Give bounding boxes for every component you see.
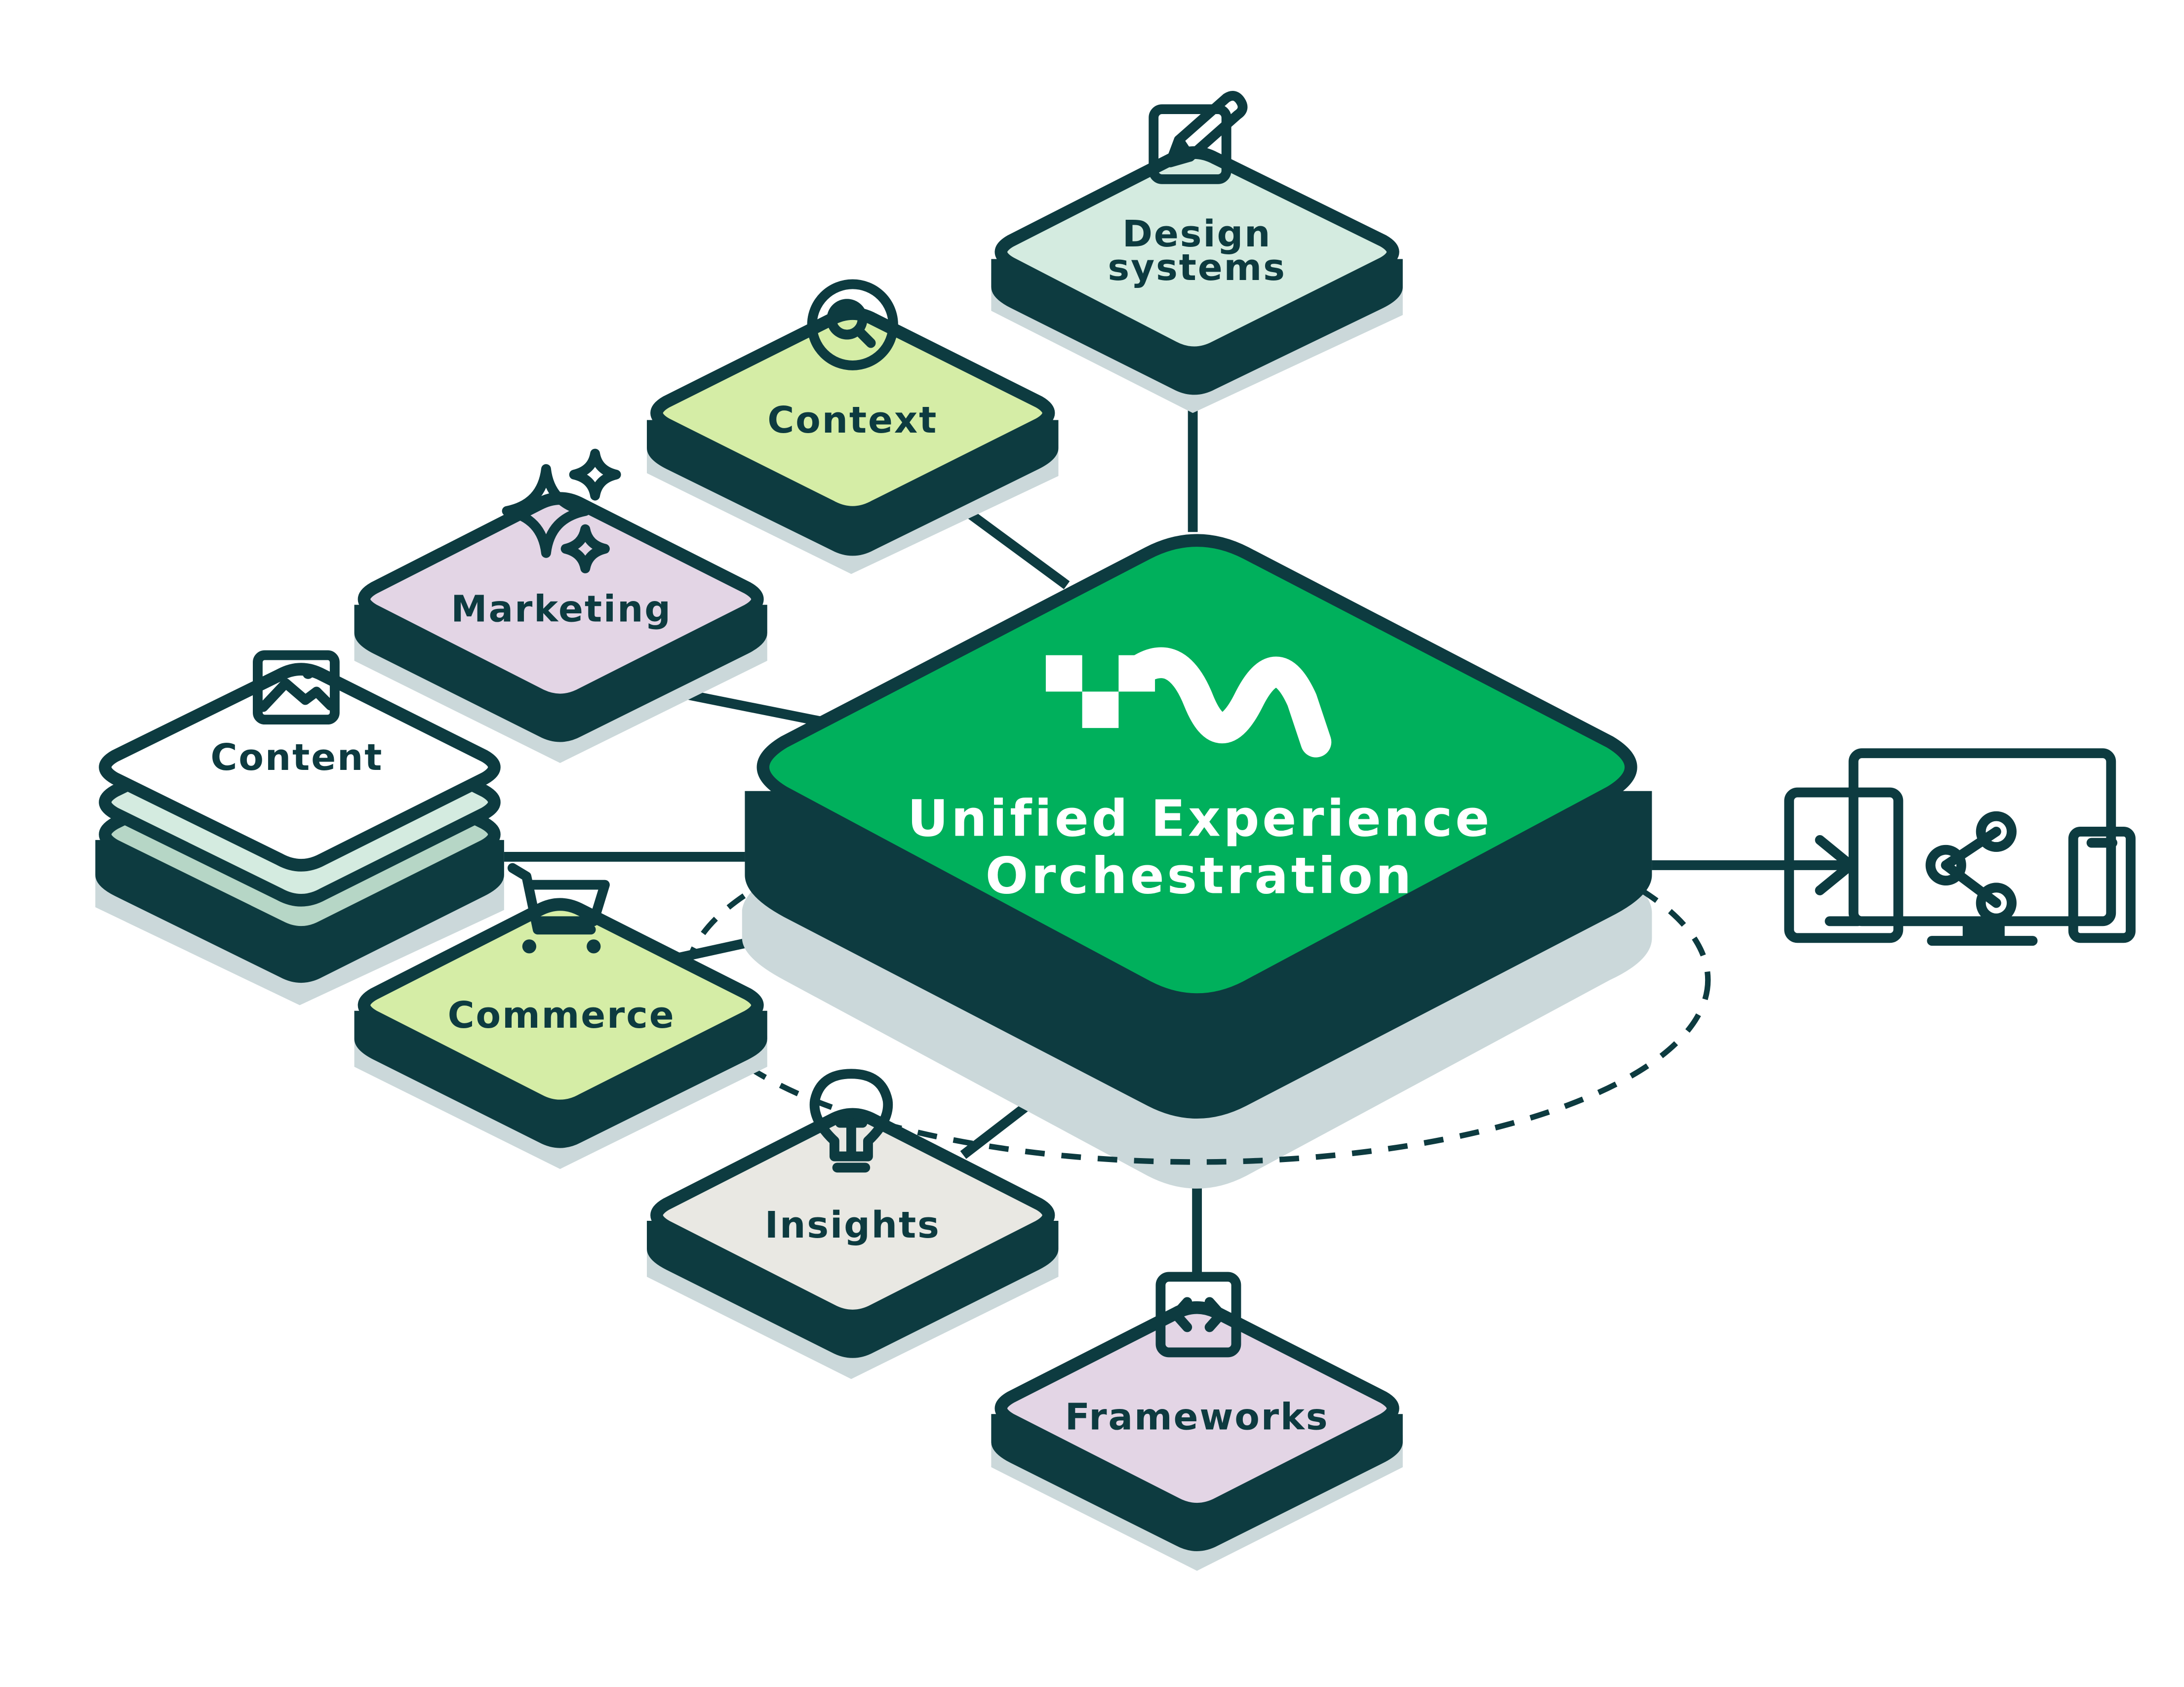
- pencil-square-icon: [1149, 91, 1248, 184]
- node-design-systems-label-line2: systems: [1108, 247, 1286, 289]
- connector-context: [963, 507, 1070, 589]
- node-frameworks-label: Frameworks: [1065, 1396, 1329, 1438]
- node-content: Content: [95, 650, 504, 1005]
- node-marketing-label: Marketing: [451, 589, 672, 631]
- code-brackets-icon: [1155, 1272, 1241, 1358]
- multi-device-icon: [1784, 748, 2136, 946]
- connector-marketing: [678, 688, 834, 729]
- node-content-label: Content: [210, 737, 383, 779]
- uniform-logo-icon: [1045, 647, 1332, 758]
- image-icon: [253, 650, 340, 725]
- lightbulb-icon: [809, 1069, 893, 1173]
- node-insights-label: Insights: [765, 1205, 941, 1246]
- node-design-systems-label-line1: Design: [1122, 213, 1271, 255]
- shopping-cart-icon: [507, 863, 610, 954]
- node-context: Context: [647, 279, 1059, 574]
- node-context-label: Context: [767, 400, 938, 442]
- hub-title-line2: Orchestration: [986, 847, 1414, 906]
- magnifier-icon: [807, 279, 898, 370]
- sparkles-icon: [502, 448, 621, 573]
- hub-title-line1: Unified Experience: [908, 789, 1492, 848]
- node-insights: Insights: [647, 1069, 1059, 1379]
- node-frameworks: Frameworks: [991, 1272, 1403, 1571]
- hub-tile: Unified Experience Orchestration: [745, 534, 1652, 1119]
- node-commerce: Commerce: [354, 863, 767, 1169]
- node-marketing: Marketing: [354, 448, 767, 763]
- node-design-systems: Design systems: [991, 91, 1403, 413]
- node-commerce-label: Commerce: [448, 995, 675, 1037]
